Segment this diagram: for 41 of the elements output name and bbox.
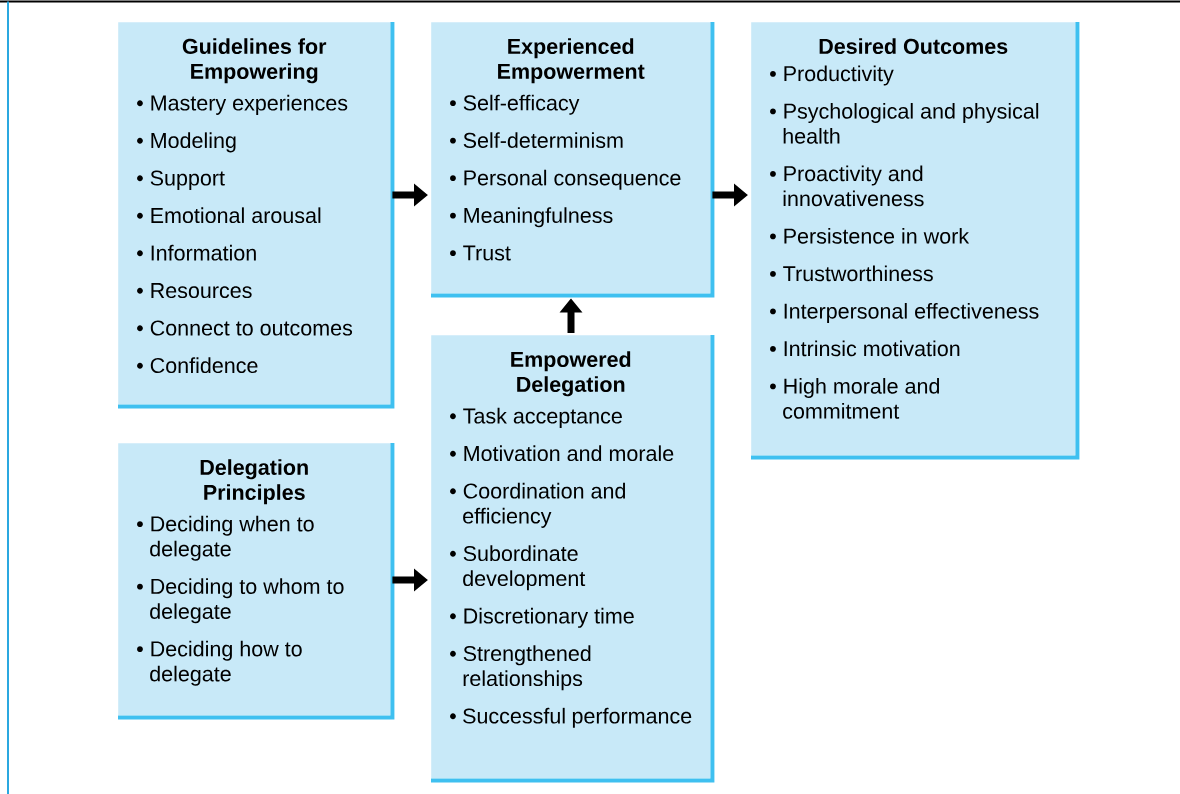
box-heading: Delegation Principles — [200, 459, 308, 505]
bullet-item: • Connect to outcomes — [137, 320, 353, 336]
content-box — [118, 443, 395, 720]
content-box — [751, 22, 1080, 460]
bullet-item: • Modeling — [137, 132, 236, 153]
bullet-item: • Confidence — [137, 357, 258, 374]
bullet-item: • Emotional arousal — [137, 207, 321, 224]
bullet-item: • Task acceptance — [450, 407, 622, 428]
bullet-item: • Strengthened relationships — [450, 645, 591, 691]
bullet-item: • Self-determinism — [450, 132, 623, 148]
bullet-item: • Self-efficacy — [450, 94, 580, 115]
content-box — [431, 22, 715, 298]
bullet-item: • Trustworthiness — [770, 265, 933, 282]
box-heading: Desired Outcomes — [819, 38, 1008, 54]
content-box — [431, 335, 715, 783]
bullet-item: • Information — [137, 244, 256, 261]
bullet-item: • Deciding how to delegate — [137, 640, 302, 686]
bullet-item: • Productivity — [770, 65, 894, 86]
bullet-item: • Coordination and efficiency — [450, 482, 626, 528]
bullet-item: • Intrinsic motivation — [770, 340, 960, 357]
bullet-item: • Subordinate development — [450, 545, 586, 591]
bullet-item: • Proactivity and innovativeness — [770, 165, 924, 207]
bullet-item: • Personal consequence — [450, 169, 681, 190]
bullet-item: • Deciding when to delegate — [137, 515, 314, 561]
bullet-item: • Successful performance — [450, 707, 692, 728]
bullet-item: • Mastery experiences — [137, 94, 348, 115]
content-box — [118, 22, 395, 409]
bullet-item: • Discretionary time — [450, 607, 634, 628]
bullet-item: • Persistence in work — [770, 228, 970, 244]
bullet-item: • Resources — [137, 283, 252, 299]
bullet-item: • High morale and commitment — [770, 378, 940, 419]
bullet-item: • Deciding to whom to delegate — [137, 578, 344, 624]
bullet-item: • Support — [137, 170, 225, 190]
bullet-item: • Motivation and morale — [450, 445, 674, 462]
bullet-item: • Trust — [450, 245, 511, 261]
box-heading: Guidelines for Empowering — [182, 38, 327, 84]
bullet-item: • Meaningfulness — [450, 207, 613, 228]
box-heading: Empowered Delegation — [511, 351, 631, 397]
bullet-item: • Interpersonal effectiveness — [770, 303, 1039, 324]
box-heading: Experienced Empowerment — [498, 38, 645, 84]
bullet-item: • Psychological and physical health — [770, 103, 1039, 144]
